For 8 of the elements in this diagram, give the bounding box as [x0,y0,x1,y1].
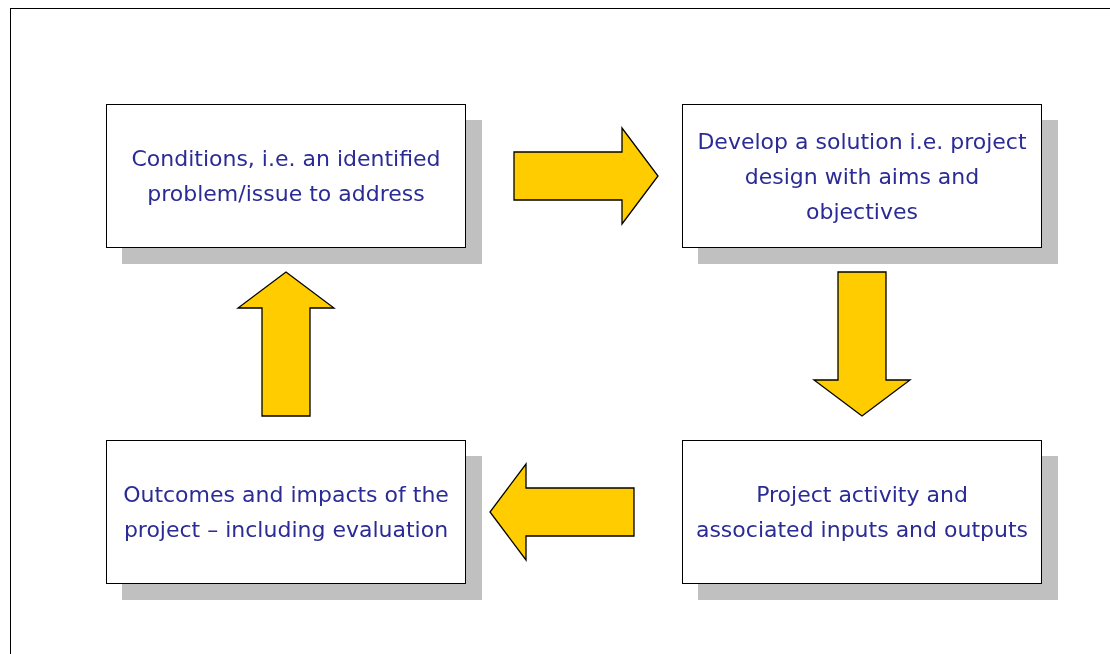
block-arrow [489,462,635,562]
box-text: Develop a solution i.e. project design with aims and objectives [696,127,1028,226]
box-text: Conditions, i.e. an identified problem/issue to address [130,145,442,208]
block-arrow [513,126,659,226]
block-arrow [236,271,336,417]
box-text: Project activity and associated inputs and outputs [695,481,1029,544]
block-arrow [812,271,912,417]
box-text: Outcomes and impacts of the project – including evaluation [122,481,450,544]
